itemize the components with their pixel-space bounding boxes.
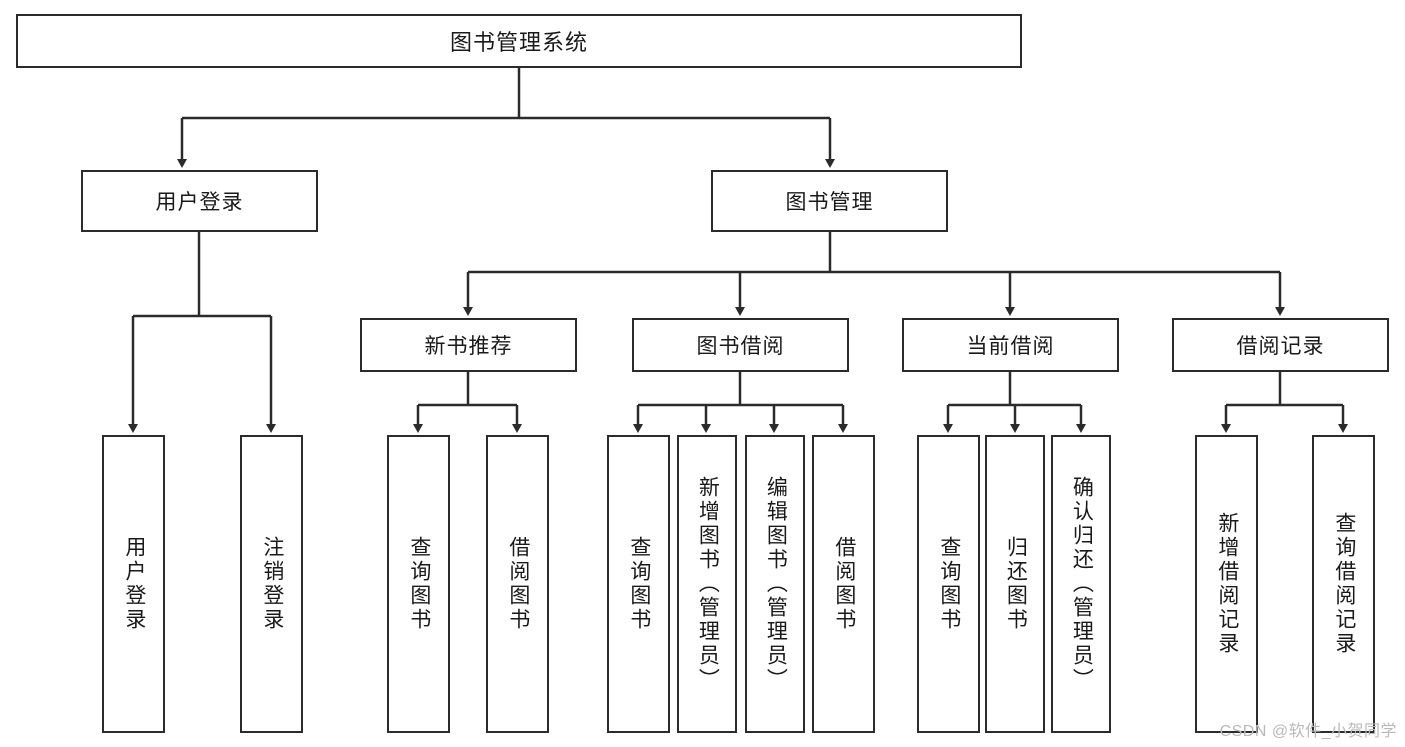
node-label: 编辑图书（管理员） xyxy=(764,476,788,692)
node-label: 查询图书 xyxy=(407,536,431,632)
node-label: 图书管理系统 xyxy=(449,30,588,55)
leaf-user-login-signin[interactable]: 用户登录 xyxy=(102,435,165,733)
leaf-borrow-record-query[interactable]: 查询借阅记录 xyxy=(1312,435,1375,733)
node-new-book-recommend[interactable]: 新书推荐 xyxy=(360,318,577,372)
leaf-new-book-borrow[interactable]: 借阅图书 xyxy=(486,435,549,733)
node-label: 图书借阅 xyxy=(696,335,785,358)
node-label: 注销登录 xyxy=(260,536,284,632)
leaf-current-borrow-query[interactable]: 查询图书 xyxy=(917,435,980,733)
node-label: 查询图书 xyxy=(627,536,651,632)
node-borrow-record[interactable]: 借阅记录 xyxy=(1172,318,1389,372)
leaf-user-login-signout[interactable]: 注销登录 xyxy=(240,435,303,733)
node-label: 新增借阅记录 xyxy=(1215,512,1239,656)
leaf-borrow-record-add[interactable]: 新增借阅记录 xyxy=(1195,435,1258,733)
leaf-current-borrow-confirm-return-admin[interactable]: 确认归还（管理员） xyxy=(1051,435,1111,733)
node-user-login[interactable]: 用户登录 xyxy=(81,170,318,232)
node-label: 新增图书（管理员） xyxy=(696,476,720,692)
node-current-borrow[interactable]: 当前借阅 xyxy=(902,318,1119,372)
node-label: 新书推荐 xyxy=(424,335,513,358)
node-label: 查询借阅记录 xyxy=(1332,512,1356,656)
leaf-new-book-query[interactable]: 查询图书 xyxy=(387,435,450,733)
leaf-book-borrow-edit-admin[interactable]: 编辑图书（管理员） xyxy=(745,435,805,733)
node-label: 借阅图书 xyxy=(506,536,530,632)
watermark-text: CSDN @软件_小贺同学 xyxy=(1219,723,1397,740)
node-book-borrow[interactable]: 图书借阅 xyxy=(632,318,849,372)
leaf-book-borrow-query[interactable]: 查询图书 xyxy=(607,435,670,733)
leaf-book-borrow-add-admin[interactable]: 新增图书（管理员） xyxy=(677,435,737,733)
node-label: 用户登录 xyxy=(155,191,244,214)
node-label: 借阅图书 xyxy=(832,536,856,632)
node-label: 借阅记录 xyxy=(1236,335,1325,358)
node-label: 确认归还（管理员） xyxy=(1070,476,1094,692)
node-root-book-management-system[interactable]: 图书管理系统 xyxy=(16,14,1022,68)
leaf-current-borrow-return[interactable]: 归还图书 xyxy=(985,435,1045,733)
node-book-management[interactable]: 图书管理 xyxy=(711,170,948,232)
node-label: 归还图书 xyxy=(1004,536,1028,632)
node-label: 图书管理 xyxy=(785,191,874,214)
node-label: 查询图书 xyxy=(937,536,961,632)
node-label: 用户登录 xyxy=(122,536,146,632)
leaf-book-borrow-borrow[interactable]: 借阅图书 xyxy=(812,435,875,733)
node-label: 当前借阅 xyxy=(966,335,1055,358)
